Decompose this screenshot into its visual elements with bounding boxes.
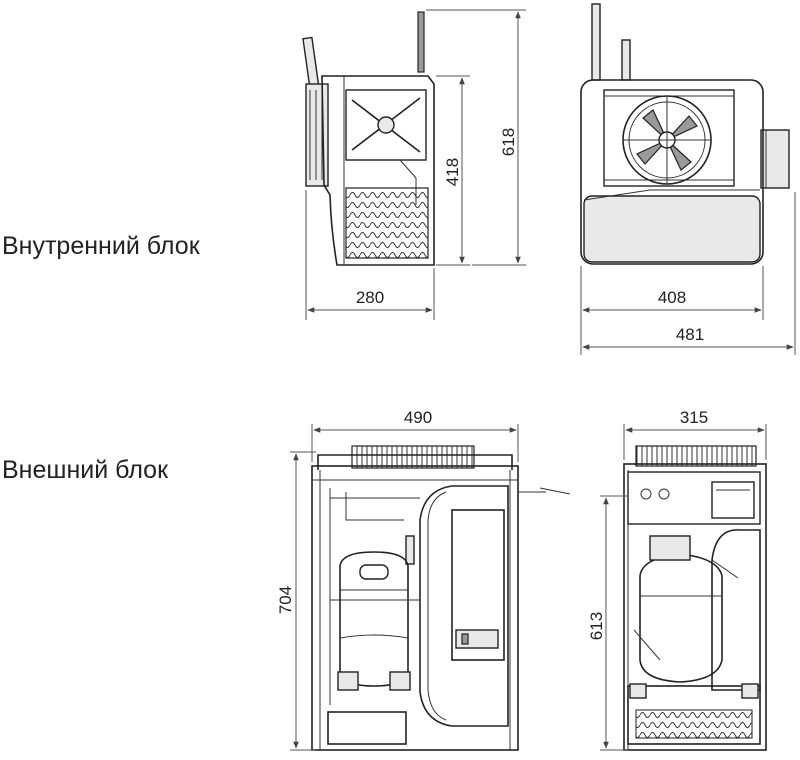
indoor-unit-front-view: 408 481 (580, 3, 796, 355)
dim-outdoor-side-height: 613 (587, 612, 606, 640)
dim-indoor-front-body-width: 408 (658, 288, 686, 307)
dim-indoor-side-width: 280 (356, 288, 384, 307)
dim-outdoor-front-width: 490 (404, 408, 432, 427)
outdoor-unit-front-view: 490 704 (276, 408, 571, 751)
indoor-unit-side-view: 418 618 280 (302, 9, 526, 320)
dim-indoor-side-body-height: 418 (443, 158, 462, 186)
indoor-unit-label: Внутренний блок (2, 232, 200, 260)
dim-outdoor-front-height: 704 (276, 586, 295, 614)
outdoor-unit-side-view: 315 613 (587, 408, 767, 751)
dim-outdoor-side-width: 315 (680, 408, 708, 427)
outdoor-unit-label: Внешний блок (2, 456, 169, 484)
fan-icon (622, 95, 712, 185)
dim-indoor-front-total-width: 481 (676, 325, 704, 344)
compressor-icon (337, 551, 411, 691)
dim-indoor-side-total-height: 618 (499, 128, 518, 156)
